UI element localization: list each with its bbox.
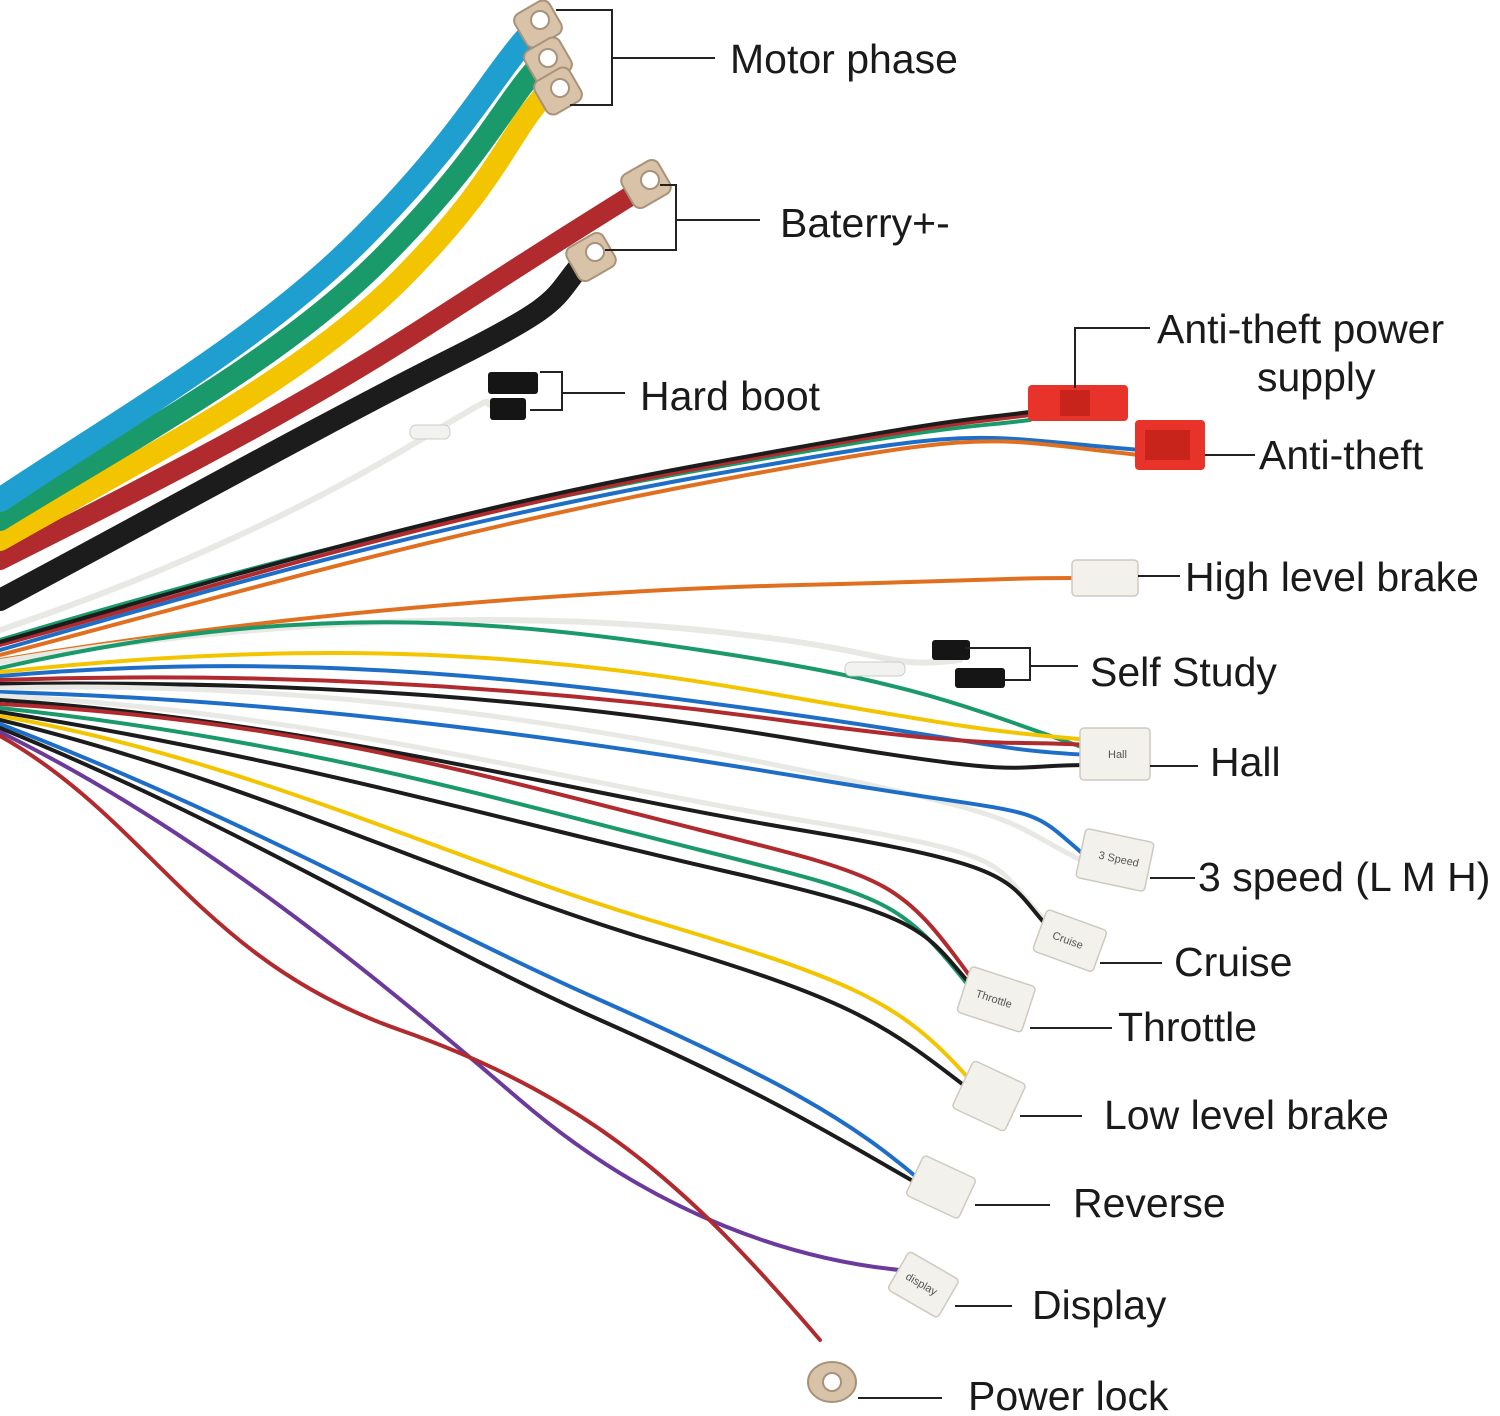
wire-battery-black — [0, 249, 596, 611]
bracket-hard-boot — [530, 371, 625, 411]
wire-reverse-black — [0, 726, 922, 1187]
wire-hall-black — [0, 681, 1092, 770]
connector-anti-theft — [1135, 420, 1205, 470]
label-anti-theft-power-2: supply — [1257, 354, 1376, 400]
wire-anti-theft-black — [0, 410, 1032, 644]
label-hall: Hall — [1210, 739, 1281, 785]
label-battery: Baterry+- — [780, 200, 950, 246]
wire-hall-red — [0, 675, 1092, 747]
connector-anti-theft-power — [1028, 385, 1128, 421]
labels: Motor phase Baterry+- Hard boot Anti-the… — [640, 36, 1490, 1416]
label-display: Display — [1032, 1282, 1167, 1328]
terminal-power-lock — [807, 1361, 857, 1403]
connector-high-brake — [1071, 559, 1139, 597]
wire-phase-green — [0, 59, 546, 531]
wire-display — [0, 730, 902, 1272]
label-hard-boot: Hard boot — [640, 373, 821, 419]
connector-hall: Hall — [1079, 727, 1151, 781]
connector-hard-boot — [409, 372, 538, 440]
wire-reverse-blue — [0, 722, 922, 1182]
label-power-lock: Power lock — [968, 1373, 1169, 1416]
terminal-phase-3 — [533, 66, 583, 116]
wire-low-brake-black — [0, 718, 972, 1092]
wire-3speed-white — [0, 684, 1093, 868]
label-3-speed: 3 speed (L M H) — [1198, 854, 1490, 900]
connector-reverse — [905, 1155, 977, 1219]
wire-throttle-black — [0, 710, 982, 997]
wire-phase-blue — [0, 28, 537, 512]
terminal-phase-1 — [513, 0, 563, 49]
wire-battery-red — [0, 180, 650, 570]
label-motor-phase: Motor phase — [730, 36, 958, 82]
label-anti-theft: Anti-theft — [1259, 432, 1424, 478]
connector-self-study — [844, 640, 1005, 688]
bracket-motor-phase — [556, 9, 715, 106]
bracket-anti-theft-power — [1074, 327, 1150, 388]
wire-hard-boot — [0, 398, 503, 633]
wire-anti-theft-red — [0, 413, 1032, 647]
connector-hall-text: Hall — [1108, 749, 1127, 761]
signal-wires — [0, 398, 1142, 1342]
label-high-level-brake: High level brake — [1185, 554, 1479, 600]
wire-3speed-blue — [0, 690, 1092, 862]
wire-hall-yellow — [0, 651, 1092, 742]
connector-throttle: Throttle — [956, 966, 1036, 1033]
wire-throttle-red — [0, 702, 982, 992]
bracket-battery — [605, 184, 760, 251]
label-reverse: Reverse — [1073, 1180, 1226, 1226]
wire-power-lock — [0, 734, 822, 1342]
wire-cruise-white — [0, 693, 1063, 938]
bracket-self-study — [965, 647, 1078, 681]
wire-throttle-green — [0, 706, 982, 1002]
ring-terminals — [513, 0, 857, 1403]
label-cruise: Cruise — [1174, 939, 1292, 985]
terminal-battery-positive — [620, 158, 672, 210]
connector-display: display — [887, 1251, 959, 1318]
connector-cruise: Cruise — [1032, 909, 1108, 972]
wire-high-brake — [0, 576, 1082, 662]
power-wires — [0, 28, 650, 611]
wire-anti-theft-orange — [0, 439, 1142, 657]
label-low-level-brake: Low level brake — [1104, 1092, 1389, 1138]
label-throttle: Throttle — [1118, 1004, 1257, 1050]
label-self-study: Self Study — [1090, 649, 1277, 695]
leader-lines — [530, 9, 1255, 1399]
label-anti-theft-power-1: Anti-theft power — [1157, 306, 1444, 352]
connector-3-speed: 3 Speed — [1075, 828, 1155, 892]
connector-low-brake — [952, 1060, 1026, 1132]
terminal-battery-negative — [565, 231, 617, 283]
wire-phase-yellow — [0, 84, 556, 551]
wire-low-brake-yellow — [0, 714, 972, 1082]
wire-hall-green — [0, 620, 1092, 752]
wire-anti-theft-blue — [0, 435, 1142, 652]
wire-hall-blue — [0, 664, 1092, 757]
connectors: Hall 3 Speed Cruise Throttle display — [409, 372, 1205, 1318]
